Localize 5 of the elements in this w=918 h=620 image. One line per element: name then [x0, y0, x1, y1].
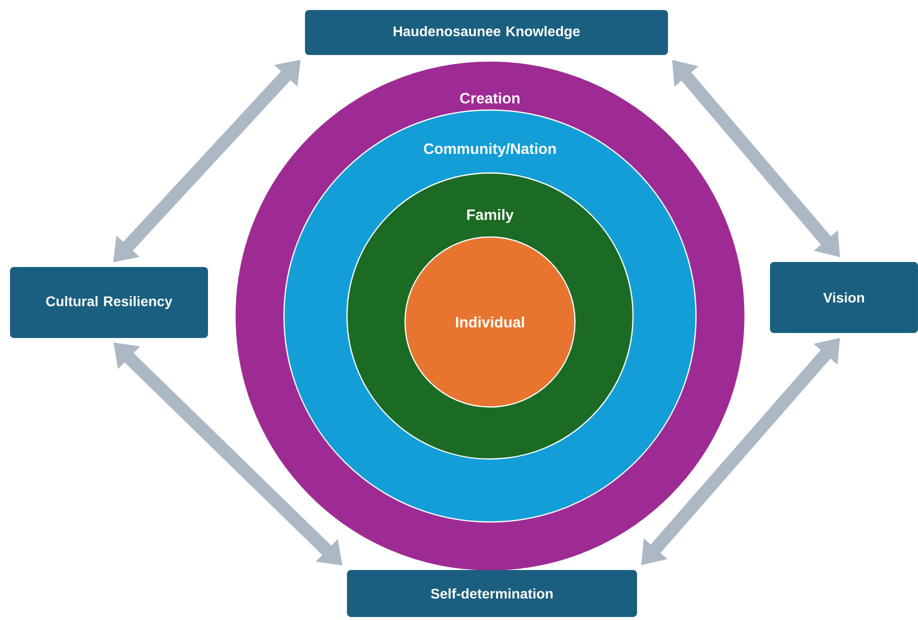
label-box: Haudenosaunee Knowledge: [305, 10, 668, 55]
ring: Individual: [404, 236, 576, 408]
label-box: Cultural Resiliency: [10, 267, 208, 338]
label-box: Vision: [770, 262, 918, 333]
label-box: Self-determination: [347, 570, 637, 617]
